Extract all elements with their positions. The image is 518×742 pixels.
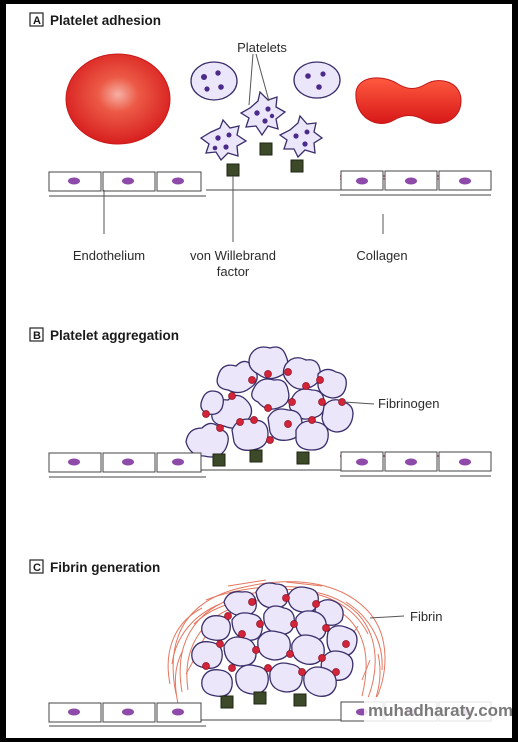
resting-platelet-2 [293, 61, 341, 99]
vwf-block-b3 [296, 451, 310, 465]
collagen-label: Collagen [356, 248, 407, 263]
activated-platelet-1 [199, 118, 248, 162]
resting-platelet-1 [190, 61, 238, 101]
vwf-block-3 [290, 159, 304, 173]
figure-frame: A Platelet adhesion [6, 4, 512, 738]
endothelium-left-c [48, 702, 206, 727]
vwf-block-1 [226, 163, 240, 177]
panel-b: B Platelet aggregation [29, 327, 492, 478]
vwf-block-c3 [293, 693, 307, 707]
panel-c-letter: C [33, 562, 41, 574]
platelet-aggregate [185, 346, 354, 458]
endothelium-right-a [340, 170, 492, 196]
fibrinogen-bridges [202, 368, 346, 444]
panel-a: A Platelet adhesion [29, 12, 492, 279]
vwf-label-line2: factor [217, 264, 250, 279]
platelets-label: Platelets [237, 40, 287, 55]
collagen-shape [355, 77, 462, 124]
fibrinogen-label: Fibrinogen [378, 396, 439, 411]
endothelium-left-b [48, 452, 206, 478]
vwf-block-c1 [220, 695, 234, 709]
endothelium-label: Endothelium [73, 248, 145, 263]
red-blood-cell [65, 53, 171, 145]
endothelium-left-a [48, 171, 206, 197]
coagulation-diagram: A Platelet adhesion [29, 12, 512, 727]
fibrin-label: Fibrin [410, 609, 443, 624]
vwf-block-b2 [249, 449, 263, 463]
panel-a-title: Platelet adhesion [50, 13, 161, 28]
panel-b-letter: B [33, 330, 41, 342]
panel-c: C Fibrin generation [29, 559, 492, 727]
vwf-block-c2 [253, 691, 267, 705]
panel-b-title: Platelet aggregation [50, 328, 179, 343]
endothelium-right-b [340, 451, 492, 477]
vwf-label-line1: von Willebrand [190, 248, 276, 263]
panel-a-letter: A [33, 15, 41, 27]
panel-c-title: Fibrin generation [50, 560, 160, 575]
clot-bridges [202, 594, 350, 676]
activated-platelet-3 [278, 114, 324, 159]
vwf-block-b1 [212, 453, 226, 467]
activated-platelet-2 [239, 90, 287, 137]
watermark: muhadharaty.com [368, 701, 512, 720]
vwf-block-2 [259, 142, 273, 156]
clot-platelets [191, 582, 358, 697]
